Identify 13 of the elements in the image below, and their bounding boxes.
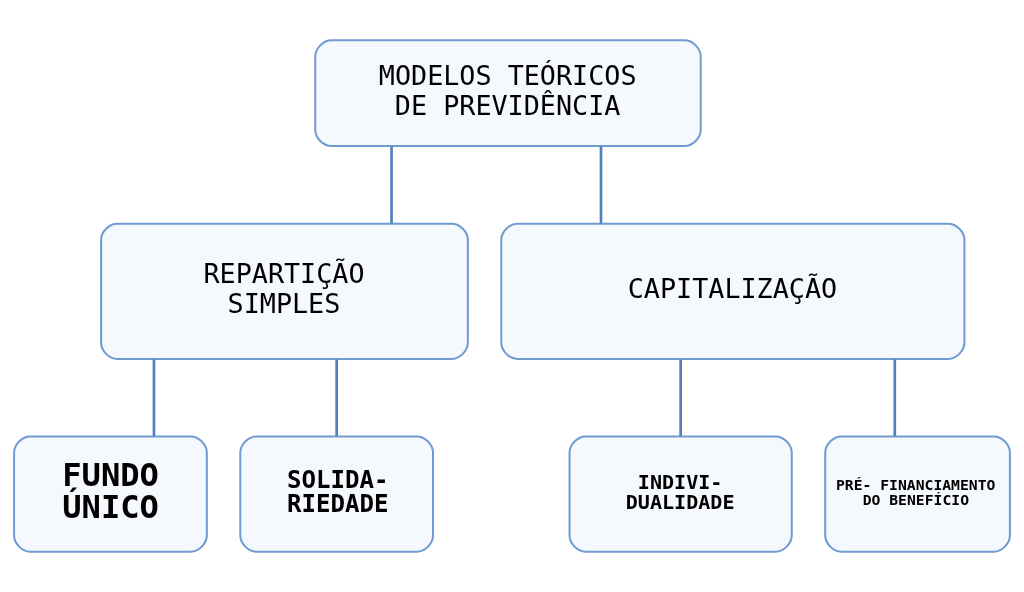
node-box: MODELOS TEÓRICOS DE PREVIDÊNCIA (314, 39, 702, 148)
node-box: INDIVI- DUALIDADE (568, 435, 793, 553)
connector (335, 359, 338, 436)
node-box: PRÉ- FINANCIAMENTO DO BENEFÍCIO (824, 435, 1011, 553)
connector (152, 359, 156, 436)
connector (893, 359, 897, 436)
node-box: CAPITALIZAÇÃO (500, 222, 966, 360)
node-box: SOLIDA- RIEDADE (239, 435, 435, 553)
node-box: REPARTIÇÃO SIMPLES (100, 222, 469, 360)
connector (679, 359, 682, 436)
connector (390, 146, 393, 224)
node-box: FUNDO ÚNICO (13, 435, 208, 553)
connector (599, 146, 603, 224)
